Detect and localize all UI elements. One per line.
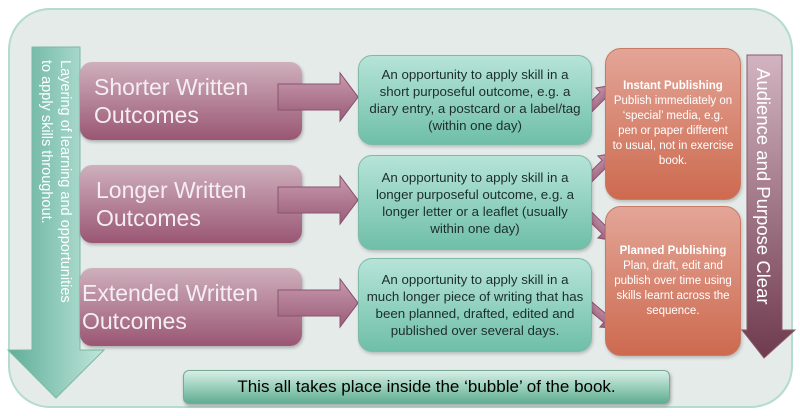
planned-publishing: Planned Publishing Plan, draft, edit and… bbox=[605, 206, 741, 356]
opportunity-short: An opportunity to apply skill in a short… bbox=[358, 55, 592, 145]
right-down-arrow bbox=[740, 54, 797, 359]
right-arrow-label: Audience and Purpose Clear bbox=[753, 68, 774, 305]
instant-publishing: Instant Publishing Publish immediately o… bbox=[605, 48, 741, 200]
opportunity-longer: An opportunity to apply skill in a longe… bbox=[358, 155, 592, 250]
opportunity-extended: An opportunity to apply skill in a much … bbox=[358, 258, 592, 352]
left-arrow-label: Layering of learning and opportunities t… bbox=[38, 60, 73, 303]
footer-banner: This all takes place inside the ‘bubble’… bbox=[183, 370, 670, 404]
